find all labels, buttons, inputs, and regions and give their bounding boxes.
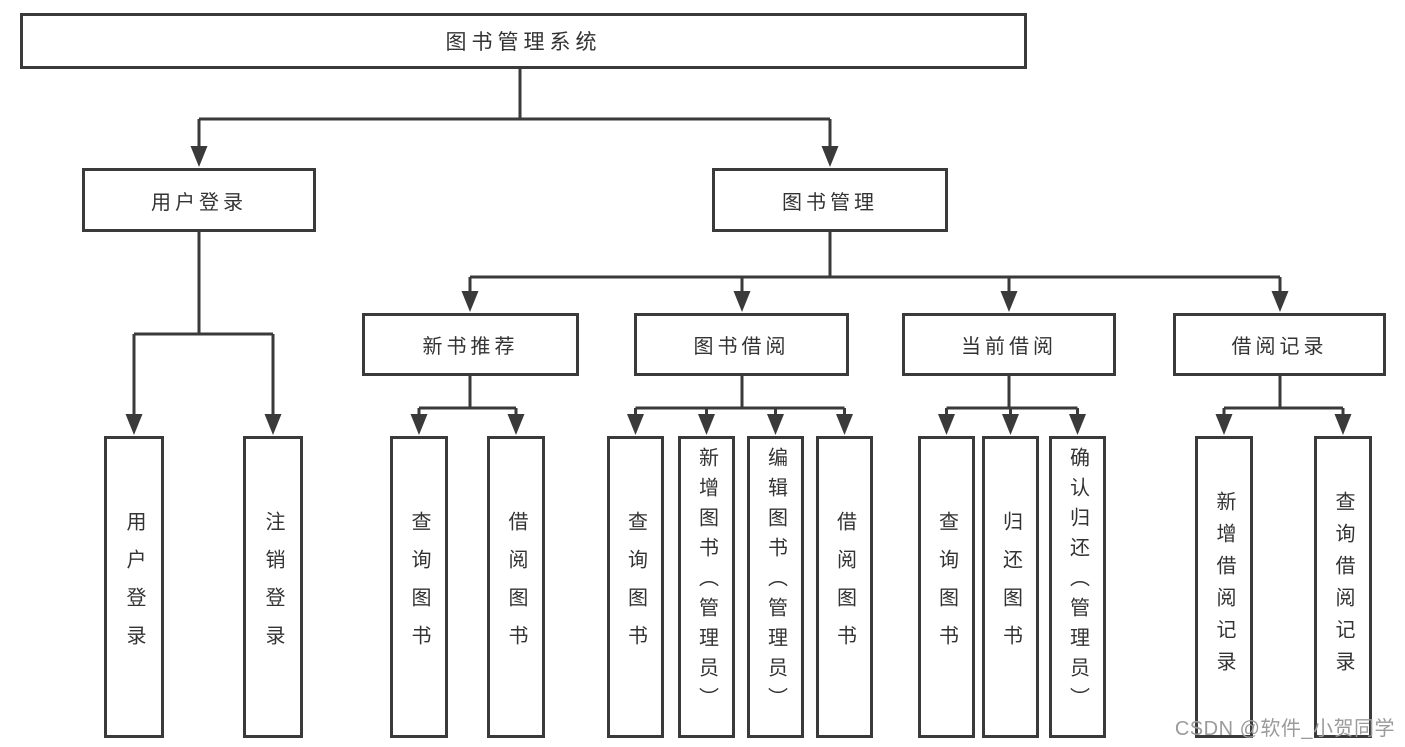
leaf-label: 用户登录: [123, 511, 145, 663]
leaf-label: 借阅图书: [833, 511, 856, 663]
leaf-label: 查询图书: [935, 511, 958, 663]
leaf-return-books: 归还图书: [982, 436, 1039, 738]
node-user-login: 用户登录: [82, 168, 316, 232]
node-library-management-system: 图书管理系统: [20, 13, 1027, 69]
node-label: 用户登录: [151, 191, 247, 214]
leaf-label: 查询图书: [408, 511, 430, 663]
leaf-add-books-admin: 新增图书（管理员）: [678, 436, 735, 738]
watermark: CSDN @软件_小贺同学: [1174, 718, 1395, 740]
leaf-add-borrow-record: 新增借阅记录: [1195, 436, 1253, 738]
node-label: 当前借阅: [961, 336, 1057, 358]
node-label: 新书推荐: [422, 336, 519, 358]
node-label: 图书管理系统: [445, 31, 602, 54]
node-new-book-recommend: 新书推荐: [362, 313, 579, 376]
node-label: 图书借阅: [693, 336, 790, 358]
node-label: 图书管理: [782, 191, 878, 214]
node-label: 借阅记录: [1231, 336, 1328, 358]
leaf-logout: 注销登录: [243, 436, 303, 738]
node-book-management: 图书管理: [712, 168, 948, 232]
leaf-borrow-books-borrowing: 借阅图书: [816, 436, 873, 738]
leaf-borrow-books-recommend: 借阅图书: [487, 436, 545, 738]
leaf-label: 编辑图书（管理员）: [764, 447, 787, 717]
leaf-query-books-borrowing: 查询图书: [607, 436, 664, 738]
leaf-edit-books-admin: 编辑图书（管理员）: [747, 436, 804, 738]
leaf-query-borrow-record: 查询借阅记录: [1314, 436, 1372, 738]
leaf-label: 确认归还（管理员）: [1066, 447, 1089, 717]
leaf-label: 借阅图书: [505, 511, 527, 663]
leaf-label: 查询图书: [624, 511, 647, 663]
leaf-label: 归还图书: [999, 511, 1022, 663]
leaf-confirm-return-admin: 确认归还（管理员）: [1049, 436, 1106, 738]
leaf-label: 新增借阅记录: [1213, 491, 1235, 683]
leaf-query-books-recommend: 查询图书: [390, 436, 448, 738]
leaf-query-books-current: 查询图书: [918, 436, 975, 738]
leaf-user-login: 用户登录: [104, 436, 164, 738]
leaf-label: 查询借阅记录: [1332, 491, 1354, 683]
leaf-label: 新增图书（管理员）: [695, 447, 718, 717]
node-current-borrowing: 当前借阅: [902, 313, 1116, 376]
node-borrowing-records: 借阅记录: [1173, 313, 1386, 376]
node-book-borrowing: 图书借阅: [634, 313, 849, 376]
leaf-label: 注销登录: [262, 511, 284, 663]
